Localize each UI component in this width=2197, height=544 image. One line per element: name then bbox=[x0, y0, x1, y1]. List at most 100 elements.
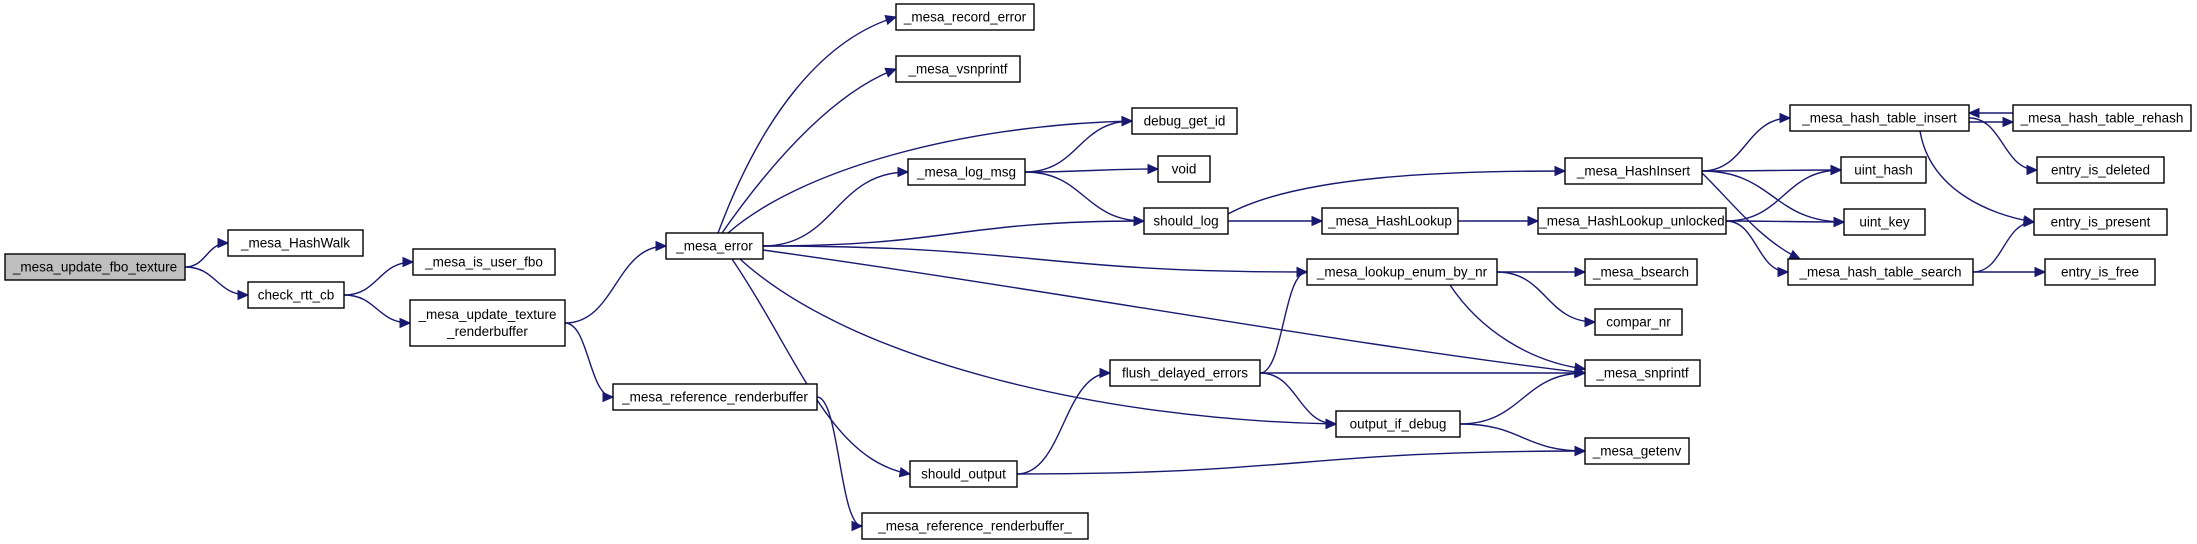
edge-update_texture_renderbuffer-to-reference_renderbuffer bbox=[564, 322, 614, 398]
node-reference-renderbuffer[interactable]: _mesa_reference_renderbuffer bbox=[612, 383, 818, 411]
node-lookup-enum-by-nr[interactable]: _mesa_lookup_enum_by_nr bbox=[1306, 258, 1498, 286]
edge-flush_delayed_errors-to-lookup_enum_by_nr-arrowhead bbox=[1296, 266, 1309, 278]
node-getenv[interactable]: _mesa_getenv bbox=[1584, 437, 1690, 465]
edge-should_output-to-flush_delayed_errors bbox=[1016, 372, 1111, 475]
edge-error-to-lookup_enum_by_nr bbox=[762, 245, 1308, 273]
edge-log_msg-to-debug_get_id bbox=[1024, 120, 1133, 173]
node-box bbox=[1787, 258, 1974, 286]
node-log-msg[interactable]: _mesa_log_msg bbox=[907, 158, 1026, 186]
node-label: flush_delayed_errors bbox=[1122, 366, 1248, 381]
edge-error-to-output_if_debug bbox=[739, 258, 1337, 425]
node-box bbox=[1306, 258, 1498, 286]
node-is-user-fbo[interactable]: _mesa_is_user_fbo bbox=[412, 248, 556, 276]
node-flush-delayed-errors[interactable]: flush_delayed_errors bbox=[1109, 359, 1261, 387]
edge-flush_delayed_errors-to-output_if_debug-arrowhead bbox=[1325, 418, 1338, 430]
edge-update_texture_renderbuffer-to-reference_renderbuffer-arrowhead bbox=[602, 391, 615, 403]
edge-update_fbo_texture-to-check_rtt_cb-arrowhead bbox=[237, 289, 250, 301]
edge-hash_table_search-to-entry_is_present-arrowhead bbox=[2023, 216, 2036, 228]
node-label: compar_nr bbox=[1606, 315, 1671, 330]
node-label: _mesa_record_error bbox=[903, 10, 1027, 25]
node-should-output[interactable]: should_output bbox=[909, 460, 1018, 488]
edge-error-to-snprintf bbox=[762, 249, 1586, 374]
node-label: _mesa_getenv bbox=[1592, 444, 1682, 459]
edge-error-to-debug_get_id bbox=[727, 120, 1133, 234]
node-hashlookup[interactable]: _mesa_HashLookup bbox=[1321, 207, 1459, 235]
node-update-fbo-texture[interactable]: _mesa_update_fbo_texture bbox=[4, 253, 186, 281]
node-label: _mesa_reference_renderbuffer_ bbox=[877, 519, 1072, 534]
node-box bbox=[895, 55, 1021, 83]
node-hashinsert[interactable]: _mesa_HashInsert bbox=[1564, 157, 1703, 185]
edge-output_if_debug-to-getenv bbox=[1459, 423, 1586, 452]
node-record-error[interactable]: _mesa_record_error bbox=[895, 3, 1035, 31]
node-update-texture-renderbuffer[interactable]: _mesa_update_texture_renderbuffer bbox=[409, 299, 566, 347]
node-should-log[interactable]: should_log bbox=[1143, 207, 1229, 235]
node-box bbox=[4, 253, 186, 281]
node-hash-table-search[interactable]: _mesa_hash_table_search bbox=[1787, 258, 1974, 286]
node-box bbox=[2033, 208, 2168, 236]
node-label: debug_get_id bbox=[1144, 114, 1226, 129]
node-error[interactable]: _mesa_error bbox=[665, 232, 764, 260]
node-box bbox=[907, 158, 1026, 186]
node-hashlookup-unlocked[interactable]: _mesa_HashLookup_unlocked bbox=[1537, 207, 1727, 235]
node-box bbox=[1843, 208, 1926, 236]
node-label: should_output bbox=[921, 467, 1006, 482]
edge-hashlookup_unlocked-to-uint_key bbox=[1725, 220, 1845, 223]
node-label: check_rtt_cb bbox=[258, 288, 335, 303]
node-label: void bbox=[1172, 162, 1197, 177]
edge-update_fbo_texture-to-hashwalk-arrowhead bbox=[217, 237, 230, 249]
edge-hashlookup_unlocked-to-uint_key-arrowhead bbox=[1833, 216, 1846, 228]
edge-log_msg-to-debug_get_id-arrowhead bbox=[1121, 115, 1134, 127]
edge-output_if_debug-to-snprintf-arrowhead bbox=[1574, 367, 1587, 379]
edge-lookup_enum_by_nr-to-compar_nr bbox=[1496, 271, 1596, 323]
edge-lookup_enum_by_nr-to-snprintf bbox=[1449, 284, 1586, 370]
node-void[interactable]: void bbox=[1157, 155, 1211, 183]
edge-hashinsert-to-uint_key bbox=[1701, 170, 1845, 223]
edge-hashlookup_unlocked-to-uint_hash bbox=[1725, 169, 1842, 222]
edge-should_log-to-hashinsert-arrowhead bbox=[1554, 165, 1567, 177]
node-box bbox=[1131, 107, 1238, 135]
node-label: _mesa_hash_table_search bbox=[1798, 265, 1961, 280]
node-box bbox=[1564, 157, 1703, 185]
node-label: _mesa_HashLookup_unlocked bbox=[1538, 214, 1724, 229]
edge-log_msg-to-void bbox=[1024, 168, 1159, 173]
node-box bbox=[909, 460, 1018, 488]
edge-reference_renderbuffer-to-reference_renderbuffer_ bbox=[816, 396, 863, 527]
node-box bbox=[2012, 104, 2192, 132]
node-hash-table-rehash[interactable]: _mesa_hash_table_rehash bbox=[2012, 104, 2192, 132]
edge-output_if_debug-to-snprintf bbox=[1459, 372, 1586, 425]
edge-error-to-vsnprintf bbox=[721, 68, 897, 234]
node-uint-key[interactable]: uint_key bbox=[1843, 208, 1926, 236]
node-bsearch[interactable]: _mesa_bsearch bbox=[1584, 258, 1698, 286]
edge-hashlookup_unlocked-to-hash_table_search-arrowhead bbox=[1777, 266, 1790, 278]
edge-hashinsert-to-uint_hash bbox=[1701, 169, 1842, 172]
node-label: _mesa_hash_table_rehash bbox=[2020, 111, 2184, 126]
node-hash-table-insert[interactable]: _mesa_hash_table_insert bbox=[1789, 104, 1970, 132]
edge-hash_table_insert-to-hash_table_rehash-arrowhead bbox=[2002, 116, 2015, 128]
edge-flush_delayed_errors-to-output_if_debug bbox=[1259, 372, 1337, 425]
edge-hash_table_insert-to-entry_is_present bbox=[1919, 130, 2035, 223]
node-hashwalk[interactable]: _mesa_HashWalk bbox=[227, 229, 364, 257]
nodes: _mesa_update_fbo_texture _mesa_HashWalkch… bbox=[4, 3, 2192, 540]
node-box bbox=[247, 281, 345, 309]
node-debug-get-id[interactable]: debug_get_id bbox=[1131, 107, 1238, 135]
node-uint-hash[interactable]: uint_hash bbox=[1840, 156, 1927, 184]
node-entry-is-present[interactable]: entry_is_present bbox=[2033, 208, 2168, 236]
edge-hashinsert-to-hash_table_search-arrowhead bbox=[1788, 249, 1802, 260]
node-label: uint_key bbox=[1859, 215, 1910, 230]
node-entry-is-free[interactable]: entry_is_free bbox=[2044, 258, 2156, 286]
node-entry-is-deleted[interactable]: entry_is_deleted bbox=[2036, 156, 2165, 184]
node-snprintf[interactable]: _mesa_snprintf bbox=[1584, 359, 1701, 387]
node-compar-nr[interactable]: compar_nr bbox=[1594, 308, 1683, 336]
node-output-if-debug[interactable]: output_if_debug bbox=[1335, 410, 1461, 438]
node-label: _mesa_update_fbo_texture bbox=[12, 260, 177, 275]
node-label: _mesa_snprintf bbox=[1595, 366, 1689, 381]
edge-should_log-to-hashinsert bbox=[1227, 170, 1566, 215]
node-label: entry_is_deleted bbox=[2051, 163, 2150, 178]
edge-update_texture_renderbuffer-to-error-arrowhead bbox=[655, 240, 668, 252]
node-vsnprintf[interactable]: _mesa_vsnprintf bbox=[895, 55, 1021, 83]
node-check-rtt-cb[interactable]: check_rtt_cb bbox=[247, 281, 345, 309]
node-reference-renderbuffer-[interactable]: _mesa_reference_renderbuffer_ bbox=[861, 512, 1089, 540]
edge-check_rtt_cb-to-is_user_fbo-arrowhead bbox=[402, 256, 415, 268]
node-box bbox=[612, 383, 818, 411]
